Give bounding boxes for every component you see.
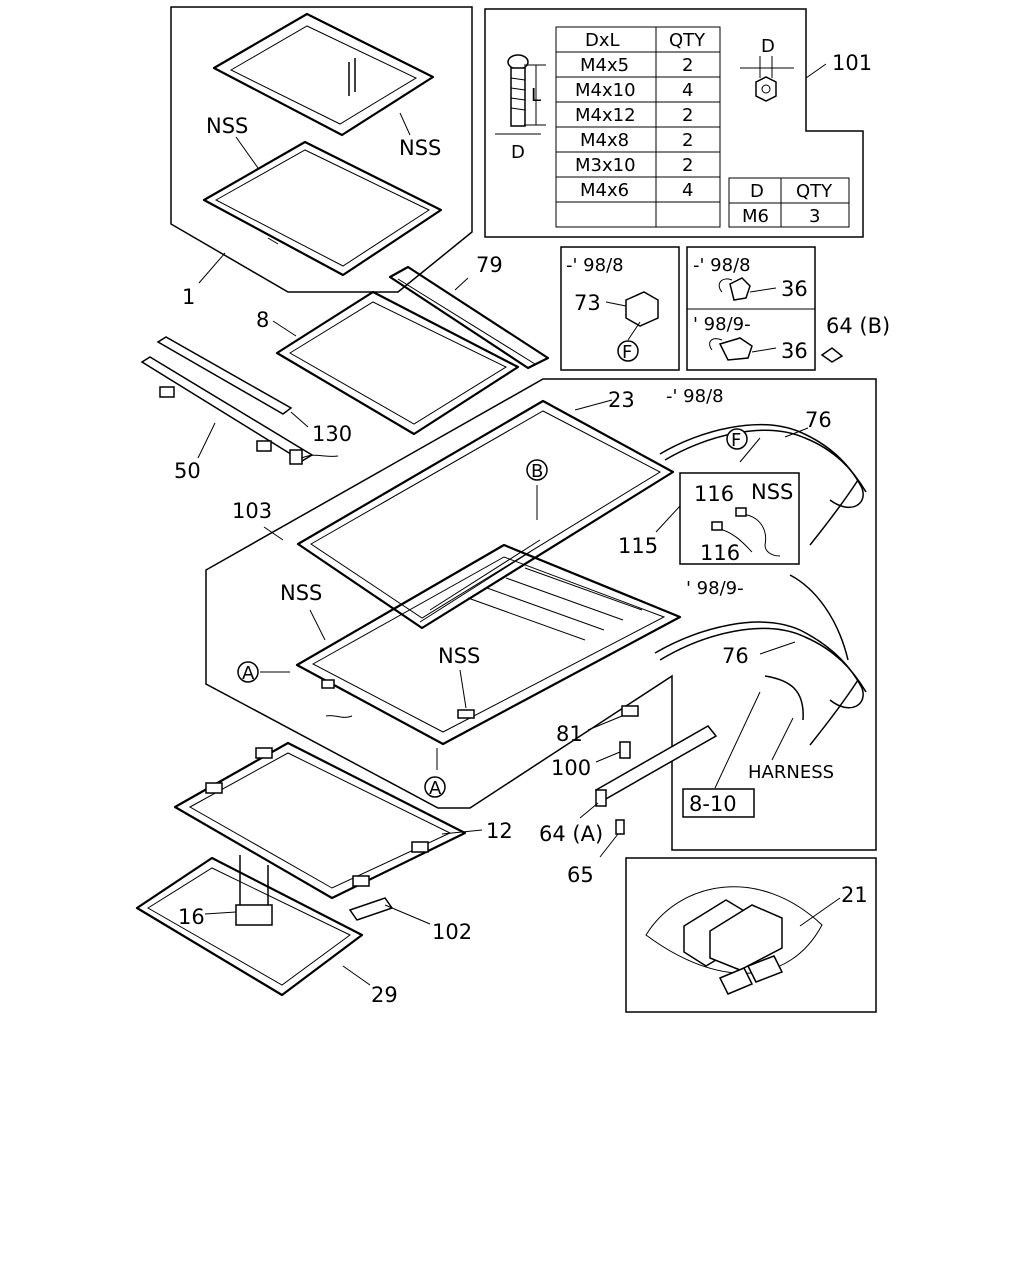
label-part-36-upper: 36	[781, 277, 808, 301]
frame-seal-8	[272, 290, 520, 436]
label-part-23: 23	[608, 388, 635, 412]
screw-table-cell: 4	[682, 180, 693, 201]
label-part-76-lower: 76	[722, 644, 749, 668]
label-part-116-upper: 116	[694, 482, 734, 506]
label-nss-tray: NSS	[438, 644, 480, 668]
label-harness: HARNESS	[748, 762, 834, 783]
motor-box-36	[686, 246, 844, 371]
deflector-strip-79	[388, 265, 550, 370]
label-part-103: 103	[232, 499, 272, 523]
label-part-1: 1	[182, 285, 195, 309]
marker-a-bottom: A	[429, 778, 442, 799]
nut-table-cell: 3	[809, 206, 820, 227]
label-nss-connector: NSS	[751, 480, 793, 504]
marker-a-left: A	[242, 663, 255, 684]
label-part-76-upper: 76	[805, 408, 832, 432]
screw-table-cell: 2	[682, 130, 693, 151]
label-part-8: 8	[256, 308, 269, 332]
nut-table-header-qty: QTY	[796, 181, 833, 202]
screw-table-cell: M4x5	[580, 55, 629, 76]
label-date-harness-lower: ' 98/9-	[686, 578, 744, 599]
marker-b: B	[531, 461, 543, 482]
label-part-36-lower: 36	[781, 339, 808, 363]
label-part-73: 73	[574, 291, 601, 315]
nut-table-cell: M6	[742, 206, 769, 227]
screw-table-cell: 2	[682, 105, 693, 126]
ref-box-8-10	[682, 788, 755, 818]
label-part-64a: 64 (A)	[539, 822, 603, 846]
glass-assembly-group	[170, 6, 473, 293]
label-part-130: 130	[312, 422, 352, 446]
label-date-box73: -' 98/8	[566, 255, 624, 276]
screw-table: DxL QTY M4x5 2 M4x10 4 M4x12 2 M4x8 2 M3…	[575, 30, 706, 201]
guide-rail-50-130	[140, 336, 339, 465]
label-date-box36-upper: -' 98/8	[693, 255, 751, 276]
label-part-16: 16	[178, 905, 205, 929]
frame-assembly-group	[205, 378, 877, 851]
harness-8-10-wire	[714, 675, 804, 789]
nut-table: D QTY M6 3	[742, 181, 833, 227]
screw-table-cell: 4	[682, 80, 693, 101]
label-part-81: 81	[556, 722, 583, 746]
screw-table-cell: 2	[682, 155, 693, 176]
label-date-box36-lower: ' 98/9-	[693, 314, 751, 335]
label-part-12: 12	[486, 819, 513, 843]
label-nss-glass: NSS	[206, 114, 248, 138]
connector-box-115	[655, 472, 800, 565]
fastener-parts	[579, 705, 718, 858]
bottom-frame-12	[173, 741, 483, 900]
callout-labels: 1 NSS NSS 79 8 130 50 23 103 NSS NSS B A…	[174, 36, 890, 1007]
label-dim-l: L	[531, 85, 541, 106]
screw-table-cell: 2	[682, 55, 693, 76]
seal-loop-29	[135, 855, 431, 997]
screw-table-header-dxl: DxL	[585, 30, 620, 51]
label-part-102: 102	[432, 920, 472, 944]
nut-table-header-d: D	[750, 181, 764, 202]
screw-table-cell: M4x10	[575, 80, 636, 101]
label-part-29: 29	[371, 983, 398, 1007]
label-nss-frame: NSS	[280, 581, 322, 605]
label-part-50: 50	[174, 459, 201, 483]
label-ref-8-10: 8-10	[689, 792, 737, 816]
marker-f-box: F	[622, 342, 632, 363]
actuator-box-73	[560, 246, 680, 371]
label-part-79: 79	[476, 253, 503, 277]
label-part-101: 101	[832, 51, 872, 75]
screw-table-header-qty: QTY	[669, 30, 706, 51]
label-dim-d-screw: D	[511, 142, 525, 163]
label-date-harness-upper: -' 98/8	[666, 386, 724, 407]
harness-76	[654, 423, 867, 746]
label-part-65: 65	[567, 863, 594, 887]
label-part-64b: 64 (B)	[826, 314, 890, 338]
label-part-116-lower: 116	[700, 541, 740, 565]
kit-box-21	[625, 857, 877, 1013]
label-nss-seal: NSS	[399, 136, 441, 160]
screw-table-cell: M4x8	[580, 130, 629, 151]
label-dim-d-nut: D	[761, 36, 775, 57]
screw-table-cell: M3x10	[575, 155, 636, 176]
label-part-115: 115	[618, 534, 658, 558]
label-part-100: 100	[551, 756, 591, 780]
screw-table-cell: M4x12	[575, 105, 636, 126]
marker-f-harness: F	[731, 430, 741, 451]
screw-box-101	[484, 8, 864, 238]
label-part-21: 21	[841, 883, 868, 907]
screw-table-cell: M4x6	[580, 180, 629, 201]
